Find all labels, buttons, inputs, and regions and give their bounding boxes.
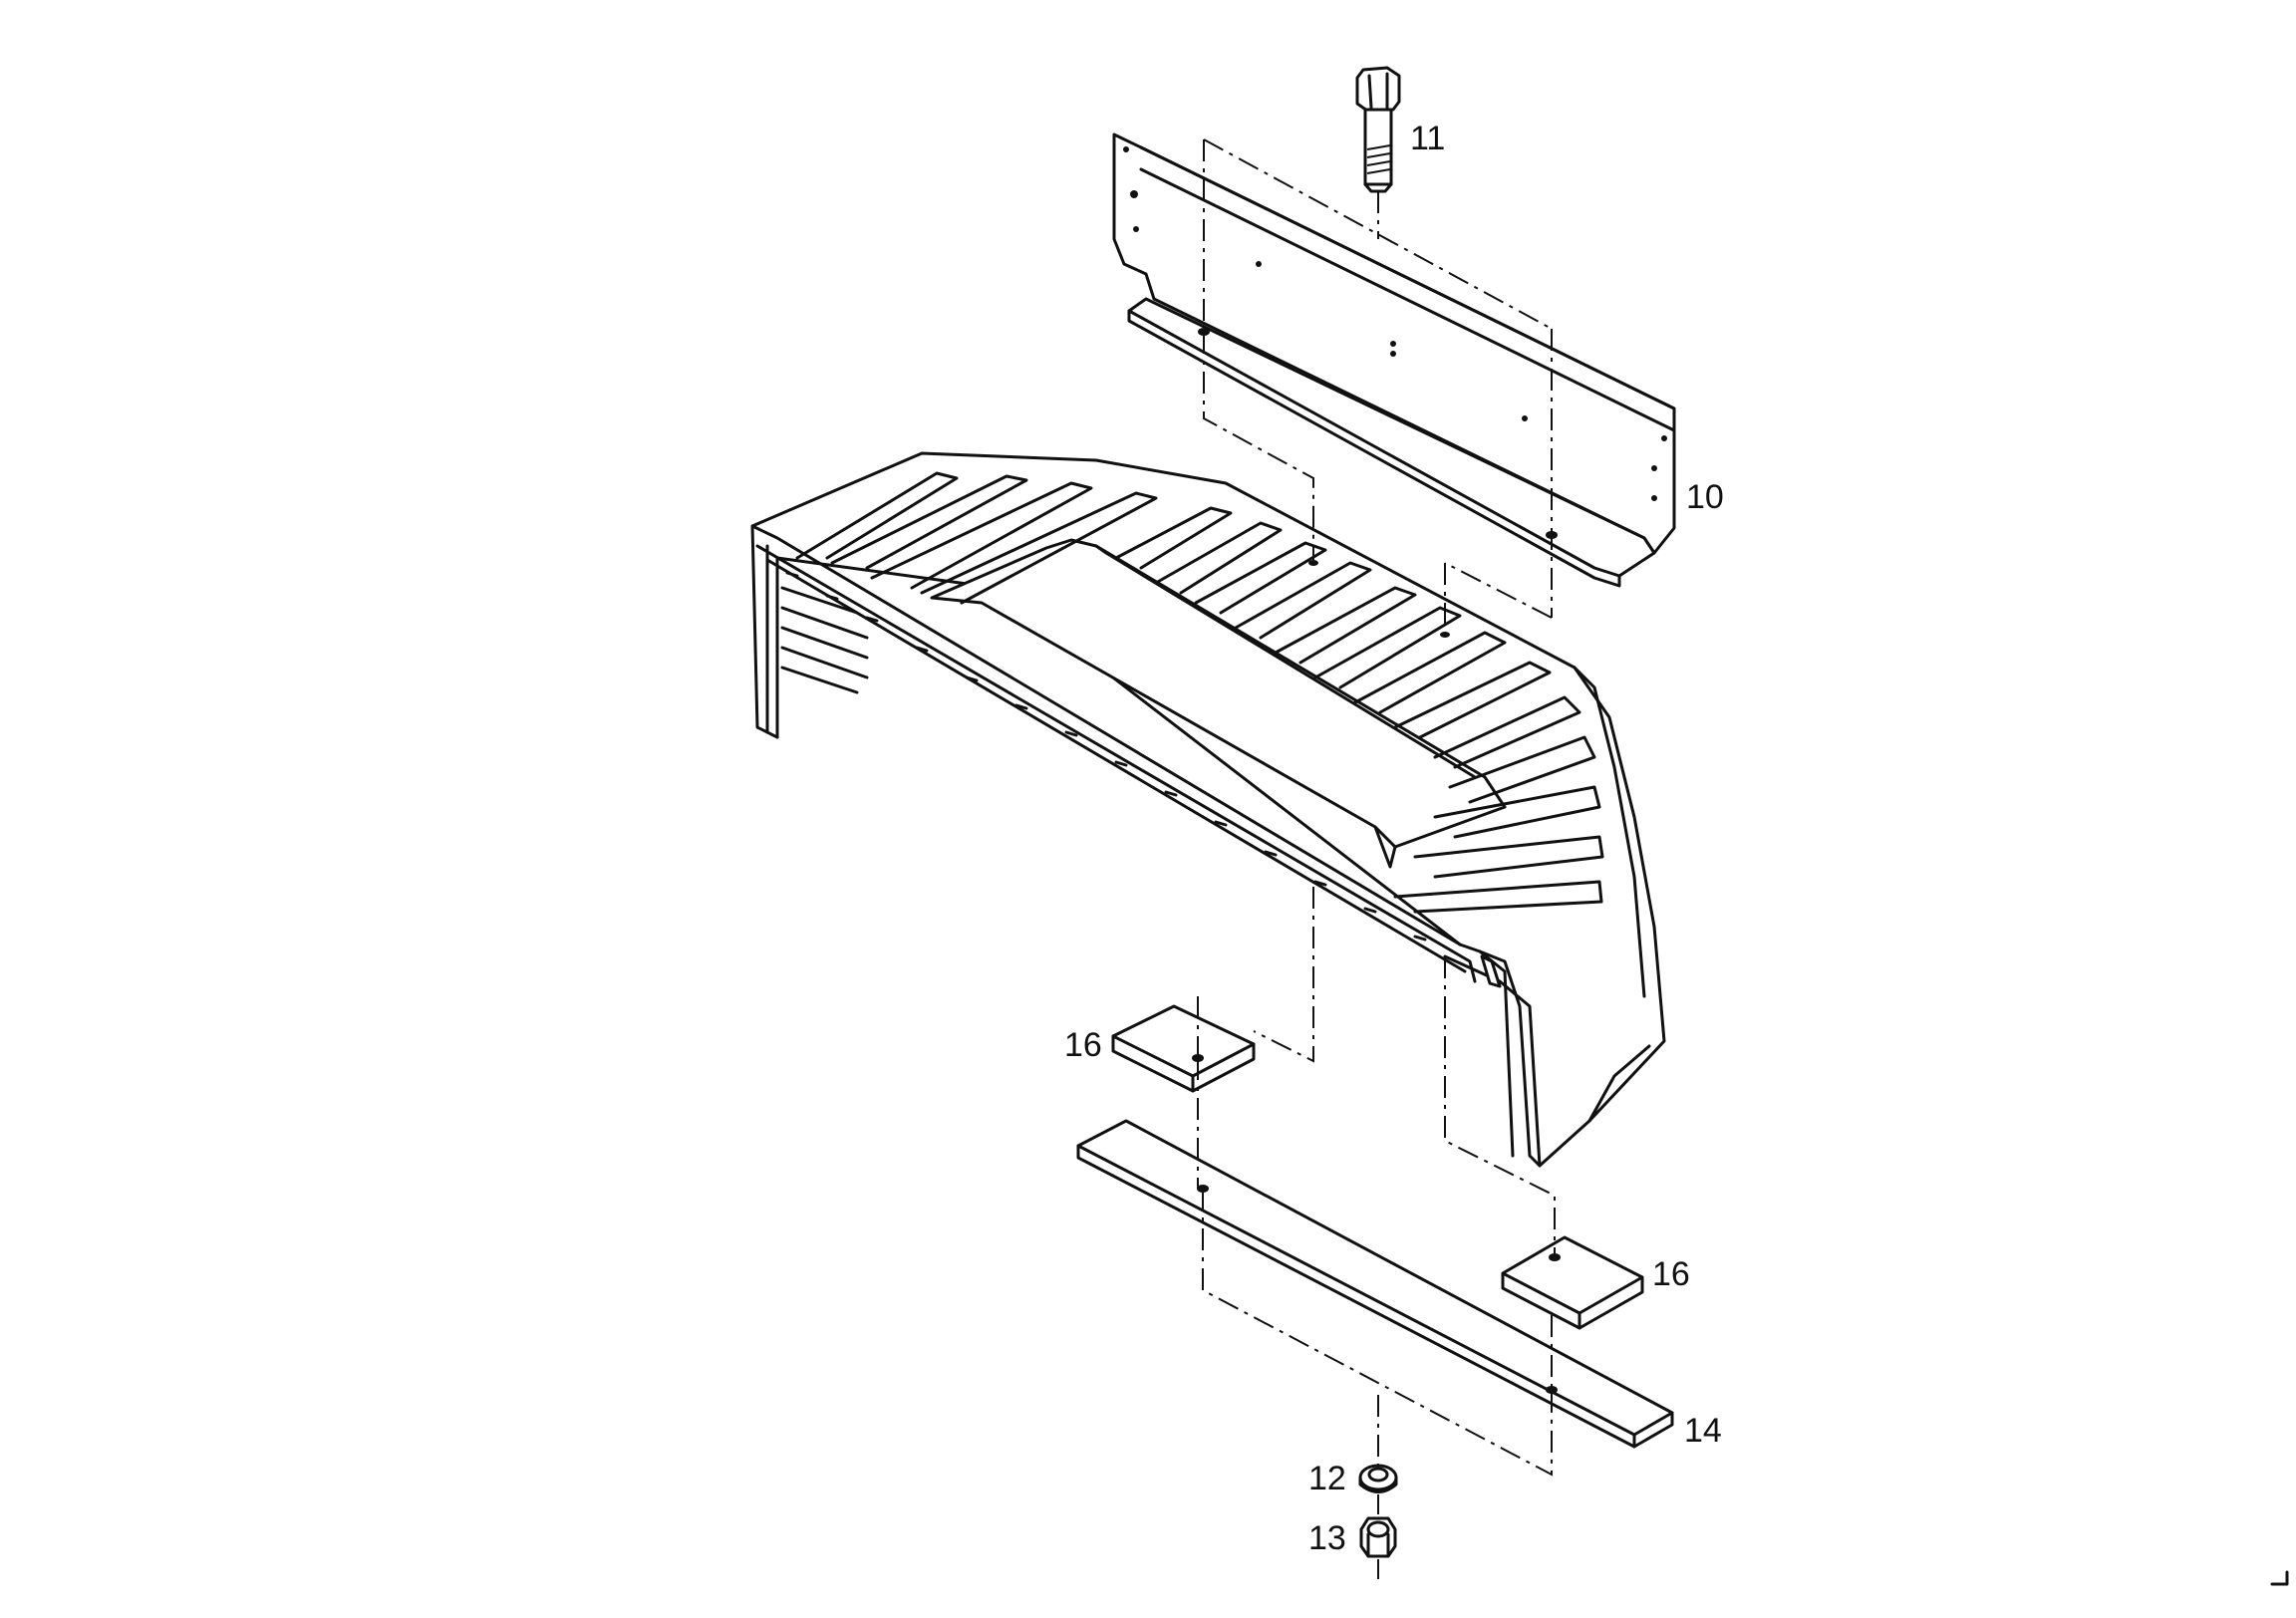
assembly-lines xyxy=(1197,138,1556,1579)
part-16-spacer-pad-left xyxy=(1111,1004,1256,1093)
part-10-bracket xyxy=(1112,133,1676,588)
callout-13: 13 xyxy=(1308,1519,1346,1557)
part-13-hex-nut xyxy=(1359,1516,1397,1558)
grille-cover xyxy=(750,451,1666,1168)
callout-16-right: 16 xyxy=(1652,1255,1690,1293)
callout-14: 14 xyxy=(1684,1412,1722,1450)
callout-12: 12 xyxy=(1308,1460,1346,1497)
callout-10: 10 xyxy=(1686,478,1724,516)
callout-11: 11 xyxy=(1410,120,1445,157)
callout-16-left: 16 xyxy=(1064,1026,1102,1064)
part-14-clamping-strip xyxy=(1076,1119,1674,1449)
part-11-hex-bolt xyxy=(1355,66,1401,193)
part-12-lock-washer xyxy=(1358,1464,1398,1493)
end-louvres xyxy=(780,586,869,694)
corner-mark xyxy=(2270,1570,2289,1586)
part-16-spacer-pad-right xyxy=(1501,1235,1644,1330)
rail-slots xyxy=(785,571,1427,942)
callout-labels: 10 11 12 13 14 16 16 xyxy=(1064,120,1724,1557)
top-louvres xyxy=(795,471,1604,914)
